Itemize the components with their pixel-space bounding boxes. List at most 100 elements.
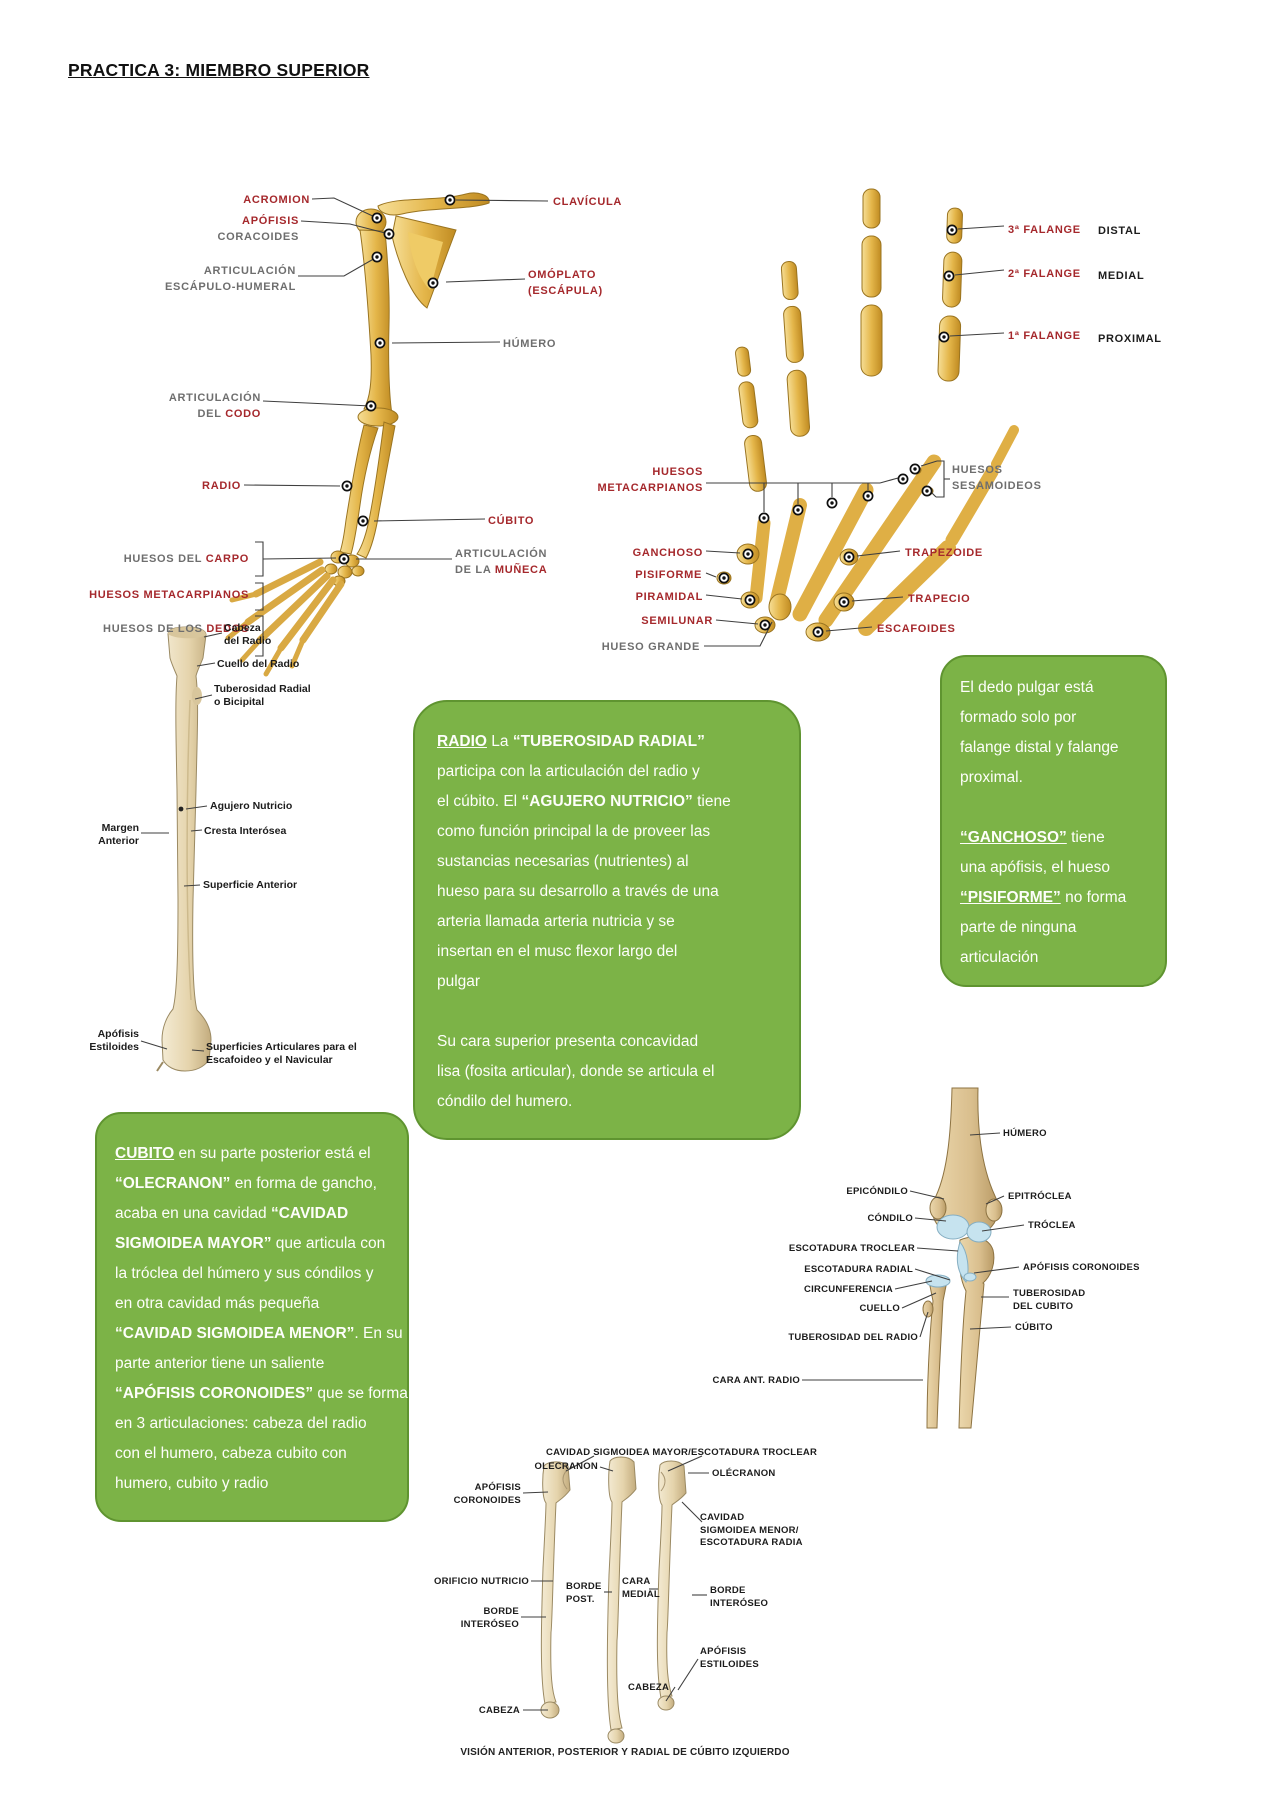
arm-leader-line	[255, 541, 264, 577]
hand-target-marker-icon	[826, 497, 838, 509]
elbow-leader-line	[909, 1190, 945, 1200]
hand-leader-line	[957, 225, 1005, 230]
elbow-leader-line	[973, 1266, 1020, 1274]
arm-leader-line	[262, 557, 337, 560]
note-cubito-line: con el humero, cabeza cubito con	[115, 1445, 347, 1462]
note-pulgar-line: una apófisis, el hueso	[960, 859, 1110, 876]
hand-skeleton-illustration	[716, 188, 1019, 642]
ulna-leader-line	[677, 1658, 699, 1691]
arm-leader-line	[391, 341, 501, 344]
hand-leader-line	[879, 477, 899, 484]
ulna-leader-line	[665, 1686, 676, 1702]
ulna-diagram-caption: VISIÓN ANTERIOR, POSTERIOR Y RADIAL DE C…	[460, 1747, 790, 1758]
arm-target-marker-icon	[371, 212, 383, 224]
hand-leader-line	[715, 619, 759, 625]
arm-target-marker-icon	[383, 228, 395, 240]
note-radio-line: como función principal la de proveer las	[437, 823, 711, 840]
hand-leader-line	[825, 626, 873, 632]
radius-bone-illustration	[156, 626, 212, 1072]
note-radio-line: el cúbito. El “AGUJERO NUTRICIO” tiene	[437, 793, 731, 810]
radius-leader-line	[190, 829, 203, 832]
note-radio-line: insertan en el musc flexor largo del	[437, 943, 678, 960]
note-cubito-line: humero, cubito y radio	[115, 1475, 269, 1492]
note-radio-line: cóndilo del humero.	[437, 1093, 573, 1110]
note-pulgar-line: El dedo pulgar está	[960, 679, 1094, 696]
note-pulgar-line: parte de ninguna	[960, 919, 1077, 936]
elbow-leader-line	[914, 1217, 947, 1222]
hand-leader-line	[704, 621, 773, 647]
note-cubito-line: parte anterior tiene un saliente	[115, 1355, 325, 1372]
ulna-leader-line	[599, 1466, 614, 1472]
elbow-leader-line	[969, 1326, 1012, 1330]
note-pulgar-line: falange distal y falange	[960, 739, 1119, 756]
arm-leader-line	[243, 484, 341, 487]
radius-leader-line	[140, 1040, 168, 1050]
hand-target-marker-icon	[938, 331, 950, 343]
arm-leader-line	[298, 256, 378, 277]
arm-skeleton-illustration	[225, 192, 490, 677]
arm-leader-line	[445, 278, 526, 283]
radius-leader-line	[203, 632, 223, 638]
elbow-leader-line	[894, 1280, 933, 1290]
ulna-leader-line	[522, 1491, 549, 1494]
page-title: PRACTICA 3: MIEMBRO SUPERIOR	[68, 60, 370, 80]
elbow-joint-illustration	[922, 1087, 1003, 1429]
arm-target-marker-icon	[374, 337, 386, 349]
hand-target-marker-icon	[909, 463, 921, 475]
note-radio-line: participa con la articulación del radio …	[437, 763, 700, 780]
note-pulgar-line: “GANCHOSO” tiene	[960, 829, 1105, 846]
note-cubito-line: en otra cavidad más pequeña	[115, 1295, 320, 1312]
hand-target-marker-icon	[921, 485, 933, 497]
hand-target-marker-icon	[838, 596, 850, 608]
note-cubito-line: acaba en una cavidad “CAVIDAD	[115, 1205, 349, 1222]
arm-target-marker-icon	[427, 277, 439, 289]
hand-target-marker-icon	[742, 548, 754, 560]
arm-target-marker-icon	[338, 553, 350, 565]
hand-leader-line	[705, 550, 741, 554]
note-radio-line: hueso para su desarrollo a través de una	[437, 883, 719, 900]
arm-leader-line	[311, 197, 378, 219]
radius-leader-line	[194, 694, 213, 700]
elbow-leader-line	[981, 1224, 1025, 1232]
hand-target-marker-icon	[758, 512, 770, 524]
hand-leader-line	[920, 460, 938, 467]
arm-target-marker-icon	[357, 515, 369, 527]
note-cubito-line: en 3 articulaciones: cabeza del radio	[115, 1415, 367, 1432]
arm-leader-line	[262, 400, 372, 407]
arm-target-marker-icon	[341, 480, 353, 492]
note-cubito-line: “OLECRANON” en forma de gancho,	[115, 1175, 377, 1192]
note-box-radio: RADIO La “TUBEROSIDAD RADIAL” participa c…	[413, 700, 801, 1140]
note-pulgar-line: proximal.	[960, 769, 1023, 786]
hand-leader-line	[705, 594, 743, 600]
radius-leader-line	[196, 662, 216, 667]
elbow-leader-line	[901, 1292, 937, 1309]
arm-leader-line	[373, 518, 486, 522]
elbow-leader-line	[916, 1247, 959, 1252]
note-cubito-line: SIGMOIDEA MAYOR” que articula con	[115, 1235, 386, 1252]
arm-leader-line	[255, 582, 264, 611]
hand-target-marker-icon	[812, 626, 824, 638]
note-pulgar-line: articulación	[960, 949, 1039, 966]
hand-leader-line	[856, 550, 901, 557]
hand-leader-line	[954, 269, 1005, 276]
elbow-leader-line	[985, 1195, 1005, 1205]
hand-target-marker-icon	[943, 270, 955, 282]
note-cubito-line: “CAVIDAD SIGMOIDEA MENOR”. En su	[115, 1325, 403, 1342]
hand-target-marker-icon	[946, 224, 958, 236]
note-cubito-line: CUBITO en su parte posterior está el	[115, 1145, 371, 1162]
note-pulgar-line: “PISIFORME” no forma	[960, 889, 1127, 906]
hand-leader-line	[949, 332, 1005, 337]
note-radio-line: RADIO La “TUBEROSIDAD RADIAL”	[437, 733, 705, 750]
arm-leader-line	[455, 199, 549, 202]
note-cubito-line: “APÓFISIS CORONOIDES” que se forma	[115, 1385, 408, 1402]
hand-target-marker-icon	[718, 572, 730, 584]
note-radio-line: Su cara superior presenta concavidad	[437, 1033, 699, 1050]
arm-target-marker-icon	[365, 400, 377, 412]
elbow-leader-line	[919, 1311, 929, 1338]
elbow-leader-line	[969, 1132, 1001, 1136]
arm-target-marker-icon	[444, 194, 456, 206]
elbow-leader-line	[914, 1268, 951, 1281]
hand-target-marker-icon	[862, 490, 874, 502]
